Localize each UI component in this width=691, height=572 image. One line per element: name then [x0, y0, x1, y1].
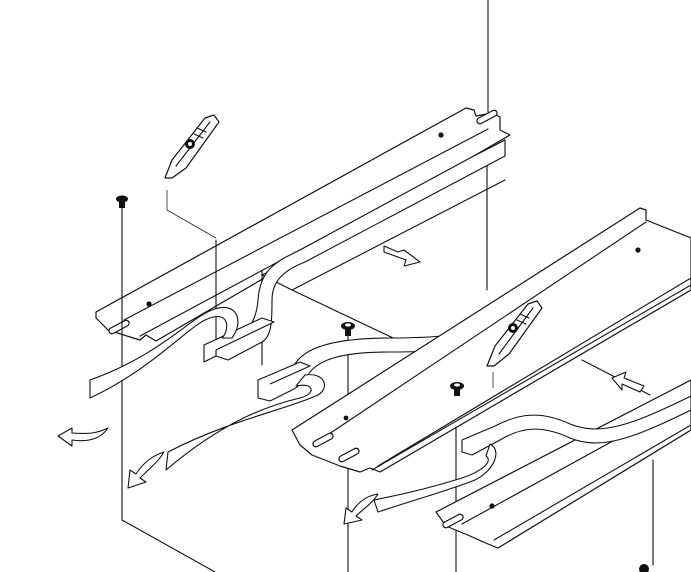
- arrow-icon: [383, 245, 421, 267]
- utility-knife-icon: [164, 114, 220, 239]
- mounting-plate-right: [291, 207, 691, 473]
- arrow-icon: [611, 371, 645, 393]
- tape-strip-left: [89, 139, 506, 399]
- utility-knife-icon: [486, 300, 543, 388]
- mounting-hole: [438, 132, 444, 138]
- curved-arrow-icon: [343, 493, 379, 525]
- screw-center: [341, 322, 355, 336]
- curved-arrow-icon: [127, 451, 165, 489]
- mounting-hole: [489, 503, 495, 509]
- screw-left: [116, 195, 128, 208]
- mounting-hole: [635, 247, 641, 253]
- mounting-plate-lower: [373, 379, 691, 549]
- mounting-hole: [146, 301, 152, 307]
- curved-arrow-icon: [57, 427, 109, 447]
- screw-right: [450, 382, 464, 396]
- mounting-plate-left: [95, 107, 511, 342]
- assembly-frame-lines: [121, 0, 654, 572]
- mounting-hole: [343, 415, 349, 421]
- screw-lower: [639, 564, 649, 572]
